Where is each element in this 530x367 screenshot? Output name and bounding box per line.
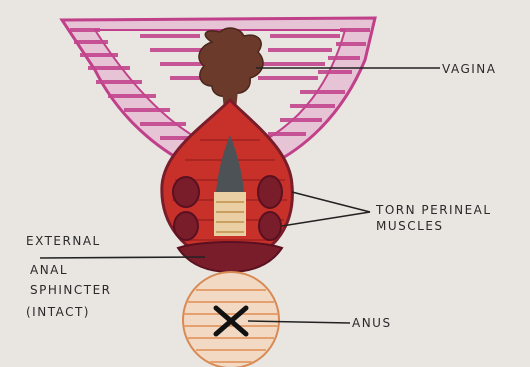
label-muscles: MUSCLES xyxy=(376,219,444,234)
label-anal: ANAL xyxy=(30,263,68,278)
leader-torn-upper xyxy=(292,192,370,212)
torn-muscle-left-upper xyxy=(173,177,199,207)
leader-external xyxy=(40,257,205,258)
label-external: EXTERNAL xyxy=(26,234,101,249)
leader-torn-lower xyxy=(282,212,370,226)
torn-muscle-right-upper xyxy=(258,176,282,208)
label-intact: (INTACT) xyxy=(26,305,90,320)
label-anus: ANUS xyxy=(352,316,392,331)
label-sphincter: SPHINCTER xyxy=(30,283,112,298)
label-torn-perineal: TORN PERINEAL xyxy=(376,203,492,218)
rectovaginal-area xyxy=(214,192,246,236)
torn-muscle-left-lower xyxy=(174,212,198,240)
label-vagina: VAGINA xyxy=(442,62,496,77)
torn-muscle-right-lower xyxy=(259,212,281,240)
